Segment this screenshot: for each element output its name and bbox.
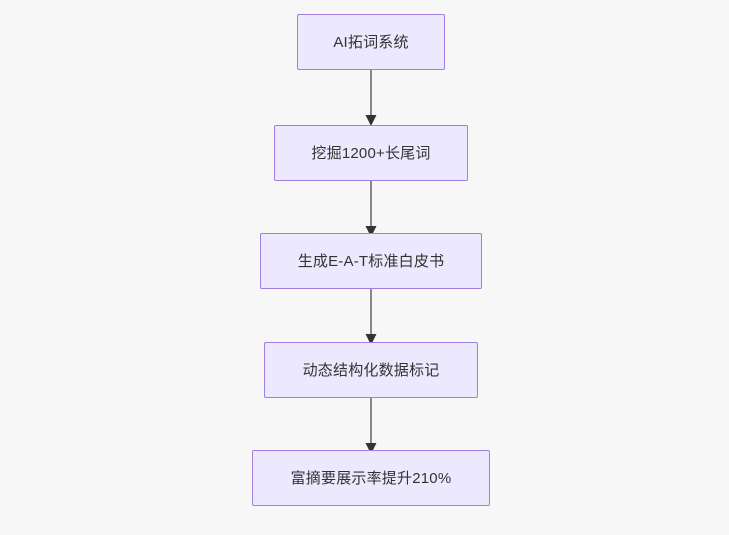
flowchart-node-longtail-keywords[interactable]: 挖掘1200+长尾词 bbox=[274, 125, 468, 181]
node-label: 富摘要展示率提升210% bbox=[290, 469, 452, 487]
edge-n4-n5 bbox=[355, 398, 387, 454]
edge-n1-n2 bbox=[355, 70, 387, 126]
edge-arrow-icon bbox=[365, 289, 377, 345]
flowchart-node-ai-keyword-system[interactable]: AI拓词系统 bbox=[297, 14, 445, 70]
flowchart-node-structured-data-markup[interactable]: 动态结构化数据标记 bbox=[264, 342, 478, 398]
flowchart-node-eat-whitepaper[interactable]: 生成E-A-T标准白皮书 bbox=[260, 233, 482, 289]
node-label: 动态结构化数据标记 bbox=[302, 361, 440, 379]
flowchart-node-rich-snippet-rate[interactable]: 富摘要展示率提升210% bbox=[252, 450, 490, 506]
edge-n2-n3 bbox=[355, 181, 387, 237]
edge-arrow-icon bbox=[365, 398, 377, 454]
node-label: AI拓词系统 bbox=[333, 33, 409, 51]
node-label: 挖掘1200+长尾词 bbox=[311, 144, 431, 162]
node-label: 生成E-A-T标准白皮书 bbox=[297, 252, 445, 270]
edge-arrow-icon bbox=[365, 70, 377, 126]
edge-n3-n4 bbox=[355, 289, 387, 345]
edge-arrow-icon bbox=[365, 181, 377, 237]
